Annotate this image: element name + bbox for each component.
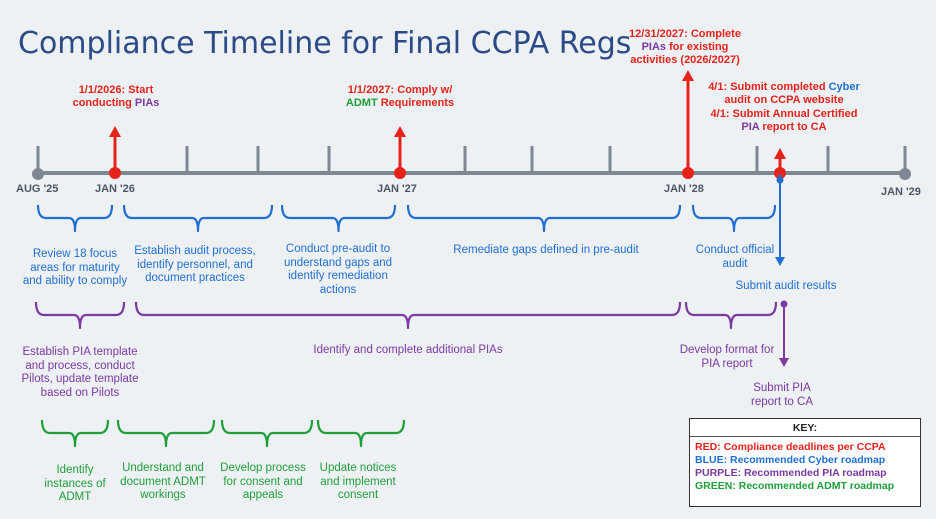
green-brace-document [116,419,216,448]
green-update-notices: Update notices and implement consent [319,462,397,501]
deadline-2027-arrow-arrowhead [394,126,406,137]
submit-pia-arrowhead [779,358,789,367]
key-title: KEY: [690,419,920,437]
blue-establish-audit: Establish audit process, identify person… [134,245,256,284]
blue-brace-official-audit [691,204,777,233]
deadline-2027-end: 12/31/2027: Complete PIAs for existing a… [629,28,741,66]
purple-pia-template: Establish PIA template and process, cond… [21,346,139,399]
green-identify-admt: Identify instances of ADMT [44,464,106,503]
purple-brace-additional [134,301,682,330]
deadline-2028-arrow-dot [774,167,786,179]
deadline-2027-end-arrow-dot [682,167,694,179]
tick-aug-25: AUG '25 [16,183,59,195]
purple-pia-format: Develop format for PIA report [679,344,775,370]
green-consent-process: Develop process for consent and appeals [220,462,306,501]
deadline-2026-arrow-arrowhead [109,126,121,137]
tick-jan-26: JAN '26 [95,183,135,195]
blue-submit-audit: Submit audit results [735,280,837,292]
blue-pre-audit: Conduct pre-audit to understand gaps and… [283,243,393,296]
key-row-red: RED: Compliance deadlines per CCPA [695,441,886,453]
blue-remediate-gaps: Remediate gaps defined in pre-audit [453,244,639,256]
blue-review-focus-areas: Review 18 focus areas for maturity and a… [22,248,128,287]
key-row-purple: PURPLE: Recommended PIA roadmap [695,467,887,479]
deadline-2028-arrow-arrowhead [774,148,786,159]
purple-submit-pia: Submit PIA report to CA [751,382,813,408]
key-row-green: GREEN: Recommended ADMT roadmap [695,480,895,492]
green-document-admt: Understand and document ADMT workings [120,462,206,501]
purple-additional-pias: Identify and complete additional PIAs [313,344,503,356]
deadline-2026: 1/1/2026: Start conducting PIAs [72,84,160,109]
green-brace-consent [220,419,314,448]
submit-pia-dot [780,300,788,308]
deadline-pia-report: 4/1: Submit Annual Certified PIA report … [710,108,858,133]
page-title: Compliance Timeline for Final CCPA Regs [18,26,632,61]
tick-jan-27: JAN '27 [377,183,417,195]
blue-brace-review [36,204,114,233]
legend-key: KEY: RED: Compliance deadlines per CCPA … [689,418,921,507]
green-brace-notices [316,419,406,448]
deadline-2027: 1/1/2027: Comply w/ ADMT Requirements [345,84,455,109]
purple-brace-template [34,301,126,330]
deadline-cyber-audit: 4/1: Submit completed Cyber audit on CCP… [708,81,860,106]
deadline-2027-end-arrow-arrowhead [682,70,694,81]
green-brace-identify [40,419,110,448]
deadline-2026-arrow-dot [109,167,121,179]
blue-brace-pre-audit [280,204,397,233]
deadline-2027-arrow-dot [394,167,406,179]
purple-brace-format [684,301,778,330]
submit-audit-dot [776,176,784,184]
blue-brace-establish [122,204,274,233]
key-row-blue: BLUE: Recommended Cyber roadmap [695,454,886,466]
tick-jan-29: JAN '29 [881,186,921,198]
blue-official-audit: Conduct official audit [695,244,775,270]
blue-brace-remediate [406,204,682,233]
submit-audit-arrowhead [775,257,785,266]
tick-jan-28: JAN '28 [664,183,704,195]
